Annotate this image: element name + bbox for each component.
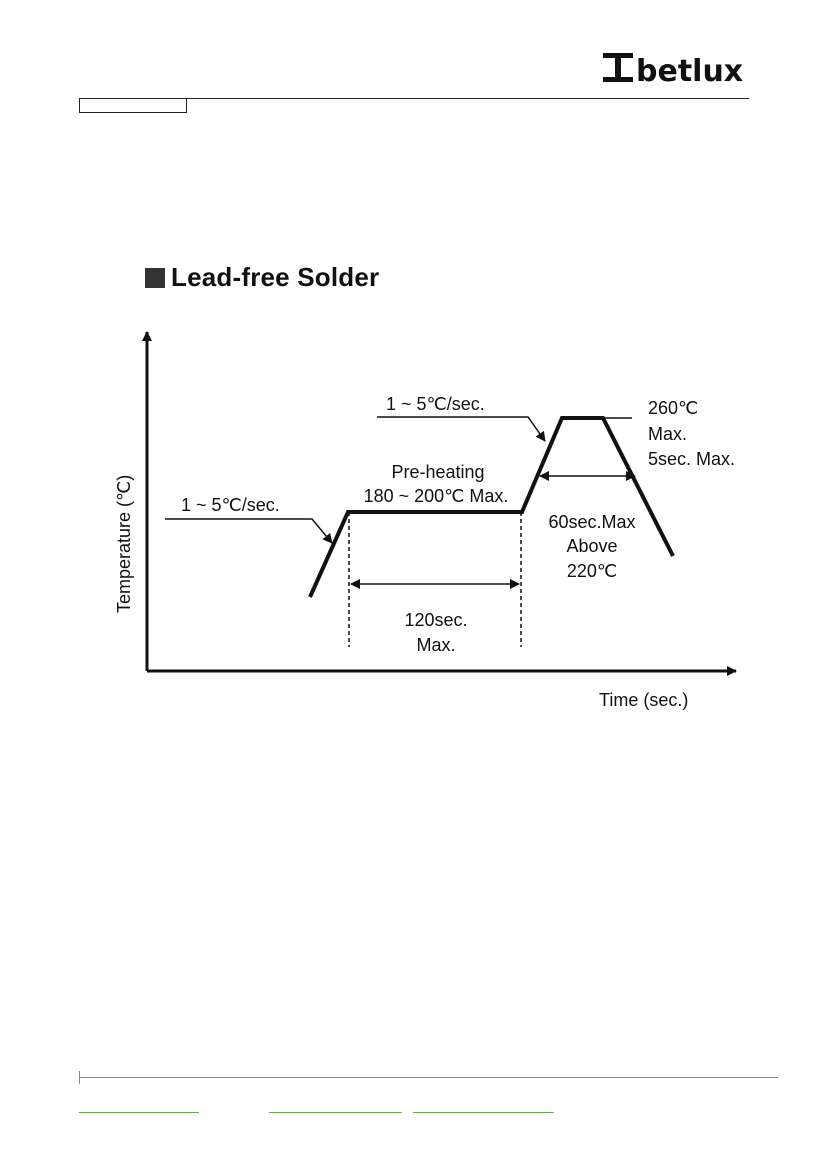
footer-link-1[interactable] [79, 1112, 199, 1113]
above-label-2: Above [566, 536, 617, 556]
ramp2-label: 1 ~ 5℃/sec. [386, 394, 485, 414]
above-label-1: 60sec.Max [548, 512, 635, 532]
y-axis-label: Temperature (℃) [114, 475, 134, 613]
section-title: Lead-free Solder [145, 262, 379, 293]
above-label-3: 220℃ [567, 561, 617, 581]
ramp1-leader [165, 518, 333, 544]
betlux-logo: betlux [600, 50, 750, 91]
logo-text: betlux [636, 54, 743, 86]
ramp2-leader [377, 416, 546, 442]
bullet-square-icon [145, 268, 165, 288]
footer-link-3[interactable] [413, 1112, 554, 1113]
header-tab [79, 99, 187, 113]
preheat-time-2: Max. [416, 635, 455, 655]
footer-rule [79, 1077, 778, 1078]
profile-curve [308, 416, 675, 598]
peak-label-1: 260℃ [648, 398, 698, 418]
section-title-text: Lead-free Solder [171, 262, 380, 292]
x-axis-label: Time (sec.) [599, 690, 688, 710]
preheat-label-1: Pre-heating [391, 462, 484, 482]
peak-label-3: 5sec. Max. [648, 449, 735, 469]
ramp1-label: 1 ~ 5℃/sec. [181, 495, 280, 515]
header-rule [79, 98, 749, 99]
peak-label-2: Max. [648, 424, 687, 444]
preheat-label-2: 180 ~ 200℃ Max. [364, 486, 509, 506]
preheat-time-1: 120sec. [404, 610, 467, 630]
footer-link-2[interactable] [269, 1112, 402, 1113]
